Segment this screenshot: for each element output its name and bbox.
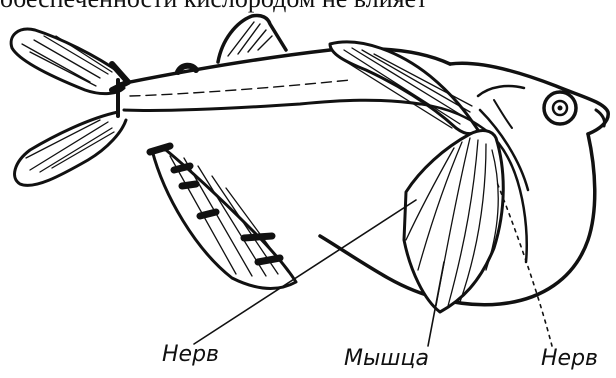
label-nerve-left: Нерв: [162, 342, 219, 367]
dorsal-fin: [218, 15, 286, 62]
label-nerve-right: Нерв: [541, 346, 598, 371]
label-muscle: Мышца: [344, 346, 429, 371]
pectoral-fin: [330, 42, 478, 134]
anal-fin: [150, 146, 296, 288]
muscle-fin-area: [404, 131, 503, 312]
caudal-fin-upper: [11, 29, 128, 94]
caudal-fin-lower: [15, 112, 126, 185]
